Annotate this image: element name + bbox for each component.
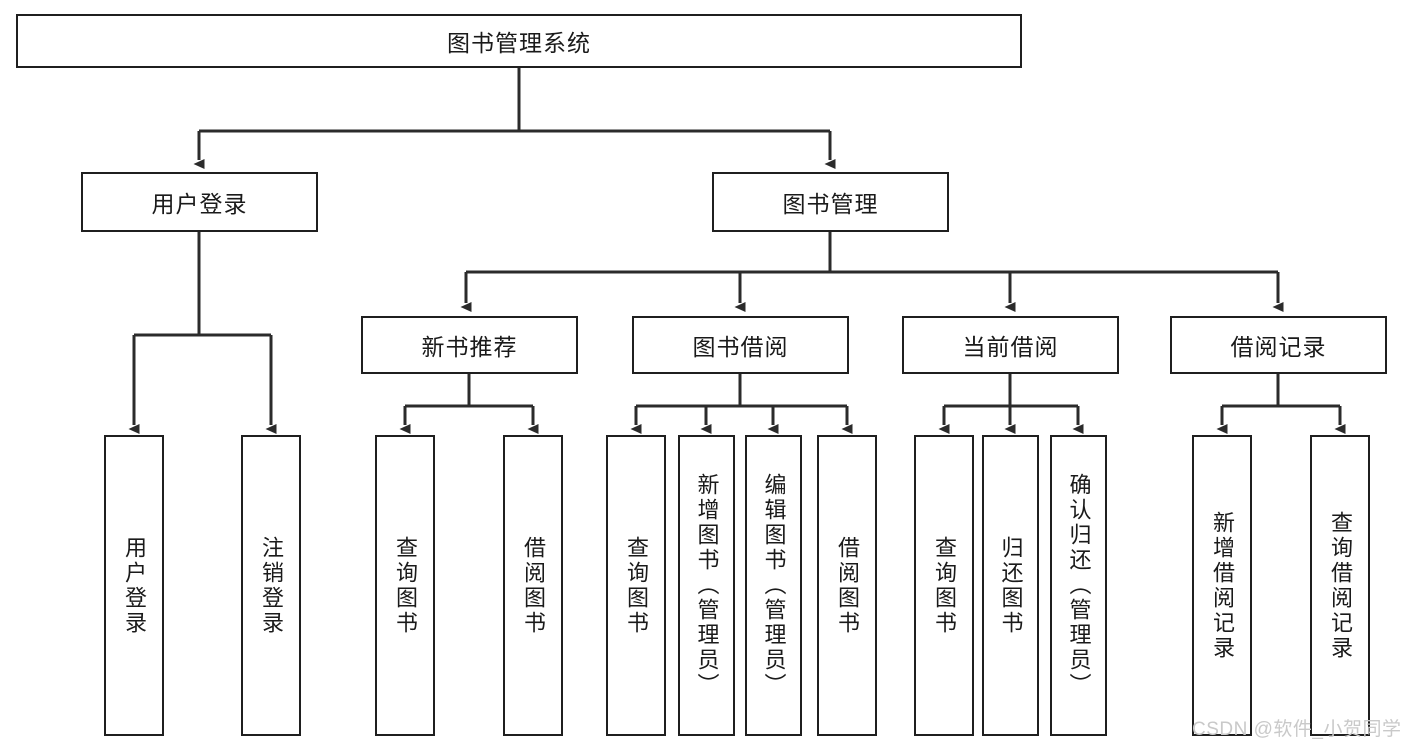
node-leaf-logout-label: 注销登录 bbox=[258, 535, 284, 636]
node-book-manage-label: 图书管理 bbox=[782, 191, 879, 217]
node-leaf-borrow-book-1-label: 借阅图书 bbox=[520, 535, 546, 636]
node-root-label: 图书管理系统 bbox=[447, 30, 591, 56]
node-leaf-confirm-return[interactable]: 确认归还（管理员） bbox=[1050, 435, 1107, 736]
node-user-login-label: 用户登录 bbox=[151, 191, 248, 217]
node-book-borrow[interactable]: 图书借阅 bbox=[632, 316, 849, 374]
node-leaf-borrow-book-2[interactable]: 借阅图书 bbox=[817, 435, 877, 736]
node-leaf-add-record-label: 新增借阅记录 bbox=[1209, 510, 1235, 661]
node-current-borrow-label: 当前借阅 bbox=[962, 334, 1059, 360]
node-leaf-add-book[interactable]: 新增图书（管理员） bbox=[678, 435, 735, 736]
node-leaf-query-book-3-label: 查询图书 bbox=[931, 535, 957, 636]
node-root[interactable]: 图书管理系统 bbox=[16, 14, 1022, 68]
node-current-borrow[interactable]: 当前借阅 bbox=[902, 316, 1119, 374]
node-new-book-recommend[interactable]: 新书推荐 bbox=[361, 316, 578, 374]
node-leaf-confirm-return-label: 确认归还（管理员） bbox=[1066, 473, 1092, 698]
node-borrow-record[interactable]: 借阅记录 bbox=[1170, 316, 1387, 374]
node-leaf-query-record-label: 查询借阅记录 bbox=[1327, 510, 1353, 661]
node-leaf-return-book-label: 归还图书 bbox=[998, 535, 1024, 636]
node-leaf-query-book-3[interactable]: 查询图书 bbox=[914, 435, 974, 736]
node-borrow-record-label: 借阅记录 bbox=[1230, 334, 1327, 360]
node-book-manage[interactable]: 图书管理 bbox=[712, 172, 949, 232]
node-user-login[interactable]: 用户登录 bbox=[81, 172, 318, 232]
node-leaf-query-book-1-label: 查询图书 bbox=[392, 535, 418, 636]
node-leaf-borrow-book-1[interactable]: 借阅图书 bbox=[503, 435, 563, 736]
node-leaf-edit-book-label: 编辑图书（管理员） bbox=[761, 473, 787, 698]
watermark-text: CSDN @软件_小贺同学 bbox=[1192, 719, 1402, 740]
node-new-book-recommend-label: 新书推荐 bbox=[421, 334, 518, 360]
node-leaf-query-record[interactable]: 查询借阅记录 bbox=[1310, 435, 1370, 736]
node-book-borrow-label: 图书借阅 bbox=[692, 334, 789, 360]
node-leaf-add-book-label: 新增图书（管理员） bbox=[694, 473, 720, 698]
node-leaf-user-login-label: 用户登录 bbox=[121, 535, 147, 636]
node-leaf-user-login[interactable]: 用户登录 bbox=[104, 435, 164, 736]
node-leaf-edit-book[interactable]: 编辑图书（管理员） bbox=[745, 435, 802, 736]
node-leaf-query-book-2-label: 查询图书 bbox=[623, 535, 649, 636]
node-leaf-borrow-book-2-label: 借阅图书 bbox=[834, 535, 860, 636]
node-leaf-query-book-1[interactable]: 查询图书 bbox=[375, 435, 435, 736]
node-leaf-return-book[interactable]: 归还图书 bbox=[982, 435, 1039, 736]
node-leaf-query-book-2[interactable]: 查询图书 bbox=[606, 435, 666, 736]
node-leaf-add-record[interactable]: 新增借阅记录 bbox=[1192, 435, 1252, 736]
node-leaf-logout[interactable]: 注销登录 bbox=[241, 435, 301, 736]
